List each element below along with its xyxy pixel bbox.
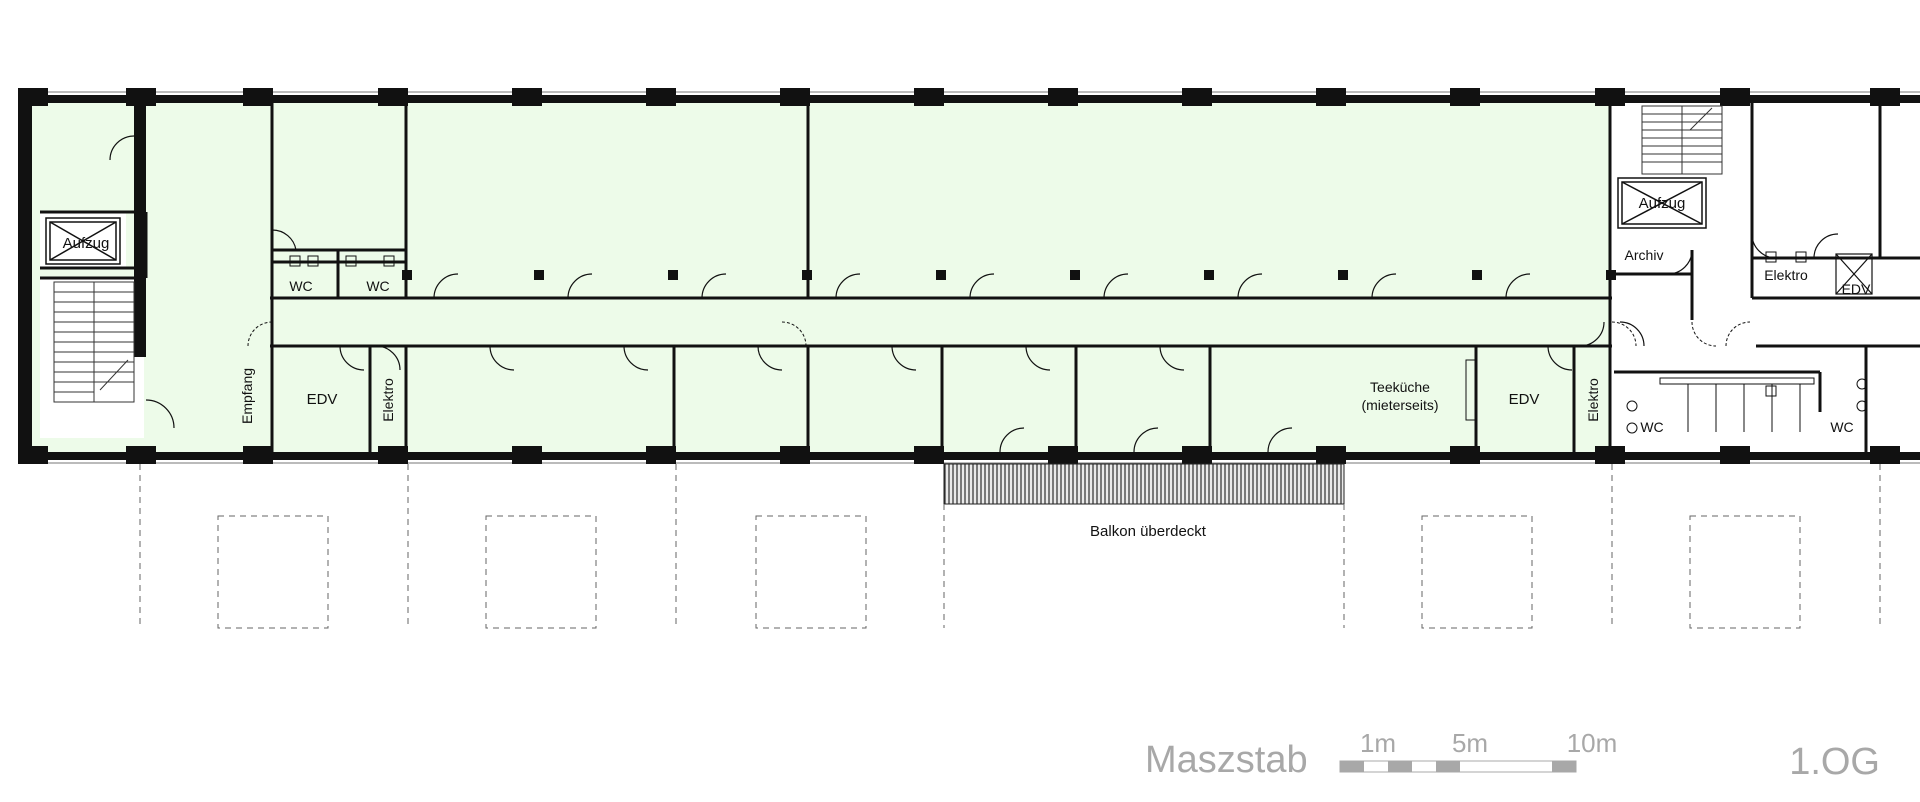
door-swings — [109, 135, 1839, 453]
left-facade-notches — [18, 130, 26, 414]
stairs-left — [53, 281, 135, 403]
corridor-pillars — [402, 270, 1616, 280]
floor-label: 1.OG — [1789, 741, 1880, 783]
scale-bar: Maszstab 1m 5m 10m — [1145, 728, 1617, 781]
label-teekueche-line1: Teeküche — [1370, 379, 1430, 395]
label-wc-1: WC — [289, 278, 312, 294]
label-elektro-left: Elektro — [380, 378, 396, 422]
stairs-right — [1641, 105, 1723, 175]
label-wc-3: WC — [1640, 419, 1663, 435]
label-teekueche-line2: (mieterseits) — [1361, 397, 1438, 413]
edv-right-icon — [1835, 253, 1873, 295]
label-elektro-right: Elektro — [1764, 267, 1808, 283]
label-edv-left: EDV — [307, 391, 338, 408]
label-aufzug-right: Aufzug — [1639, 195, 1686, 212]
floor-area — [24, 103, 1918, 460]
label-aufzug-left: Aufzug — [63, 235, 110, 252]
scale-label: Maszstab — [1145, 739, 1308, 781]
label-wc-2: WC — [366, 278, 389, 294]
label-empfang: Empfang — [239, 368, 255, 424]
elevator-right-icon — [1617, 177, 1707, 229]
balcony-hatch — [943, 463, 1345, 505]
scale-tick-10m: 10m — [1567, 728, 1618, 758]
label-edv-mid: EDV — [1509, 391, 1540, 408]
scale-tick-5m: 5m — [1452, 728, 1488, 758]
label-elektro-mid: Elektro — [1585, 378, 1601, 422]
outdoor-dashed-lines — [139, 464, 1881, 629]
label-wc-4: WC — [1830, 419, 1853, 435]
label-edv-right: EDV — [1842, 281, 1871, 297]
wc-fixtures — [289, 251, 1868, 434]
elevator-left-icon — [45, 217, 121, 265]
room-labels: Aufzug WC WC Empfang EDV Elektro Teeküch… — [63, 195, 1871, 540]
facade-columns — [18, 88, 1900, 464]
label-archiv: Archiv — [1625, 247, 1664, 263]
label-balkon: Balkon überdeckt — [1090, 523, 1207, 540]
scale-tick-1m: 1m — [1360, 728, 1396, 758]
